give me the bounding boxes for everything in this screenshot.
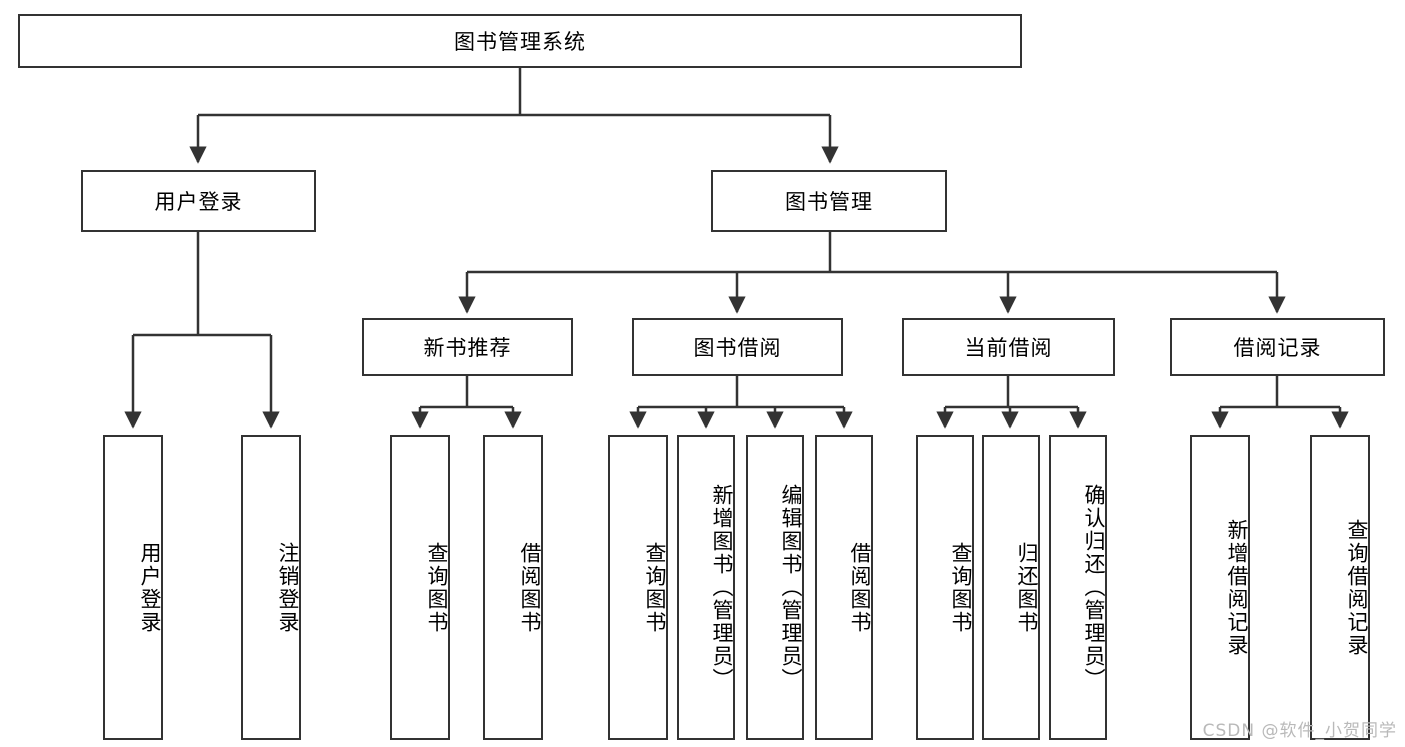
node-label: 图书借阅 (693, 336, 782, 360)
node-borrow-record[interactable]: 借阅记录 (1170, 318, 1385, 376)
node-label: 用户登录 (154, 190, 243, 214)
node-label: 确认归还（管理员） (1082, 484, 1106, 691)
node-book-borrow[interactable]: 图书借阅 (632, 318, 843, 376)
leaf-borrow-add-book-admin[interactable]: 新增图书（管理员） (677, 435, 735, 740)
node-label: 图书管理 (785, 190, 873, 214)
node-label: 新增图书（管理员） (710, 484, 734, 691)
leaf-record-query-borrow-record[interactable]: 查询借阅记录 (1310, 435, 1370, 740)
node-label: 查询借阅记录 (1345, 518, 1369, 657)
leaf-current-query-book[interactable]: 查询图书 (916, 435, 974, 740)
leaf-new-book-query-book[interactable]: 查询图书 (390, 435, 450, 740)
node-new-book-recommend[interactable]: 新书推荐 (362, 318, 573, 376)
leaf-borrow-query-book[interactable]: 查询图书 (608, 435, 668, 740)
watermark-text: CSDN @软件_小贺同学 (1202, 721, 1397, 741)
node-user-login[interactable]: 用户登录 (81, 170, 316, 232)
node-label: 查询图书 (949, 541, 973, 634)
node-label: 图书管理系统 (454, 30, 586, 54)
node-label: 新书推荐 (423, 336, 512, 360)
node-label: 借阅图书 (848, 541, 872, 634)
leaf-new-book-borrow-book[interactable]: 借阅图书 (483, 435, 543, 740)
leaf-borrow-edit-book-admin[interactable]: 编辑图书（管理员） (746, 435, 804, 740)
node-label: 归还图书 (1015, 541, 1039, 634)
node-label: 注销登录 (276, 541, 300, 634)
leaf-current-confirm-return-admin[interactable]: 确认归还（管理员） (1049, 435, 1107, 740)
node-book-management[interactable]: 图书管理 (711, 170, 947, 232)
node-label: 查询图书 (643, 541, 667, 634)
node-label: 编辑图书（管理员） (779, 484, 803, 691)
leaf-user-login-login[interactable]: 用户登录 (103, 435, 163, 740)
node-label: 查询图书 (425, 541, 449, 634)
node-label: 用户登录 (138, 541, 162, 634)
node-label: 新增借阅记录 (1225, 518, 1249, 657)
node-label: 借阅图书 (518, 541, 542, 634)
leaf-current-return-book[interactable]: 归还图书 (982, 435, 1040, 740)
node-label: 当前借阅 (964, 336, 1053, 360)
node-root-book-management-system[interactable]: 图书管理系统 (18, 14, 1022, 68)
node-label: 借阅记录 (1233, 336, 1322, 360)
leaf-borrow-borrow-book[interactable]: 借阅图书 (815, 435, 873, 740)
node-current-borrow[interactable]: 当前借阅 (902, 318, 1115, 376)
leaf-user-login-logout[interactable]: 注销登录 (241, 435, 301, 740)
leaf-record-add-borrow-record[interactable]: 新增借阅记录 (1190, 435, 1250, 740)
